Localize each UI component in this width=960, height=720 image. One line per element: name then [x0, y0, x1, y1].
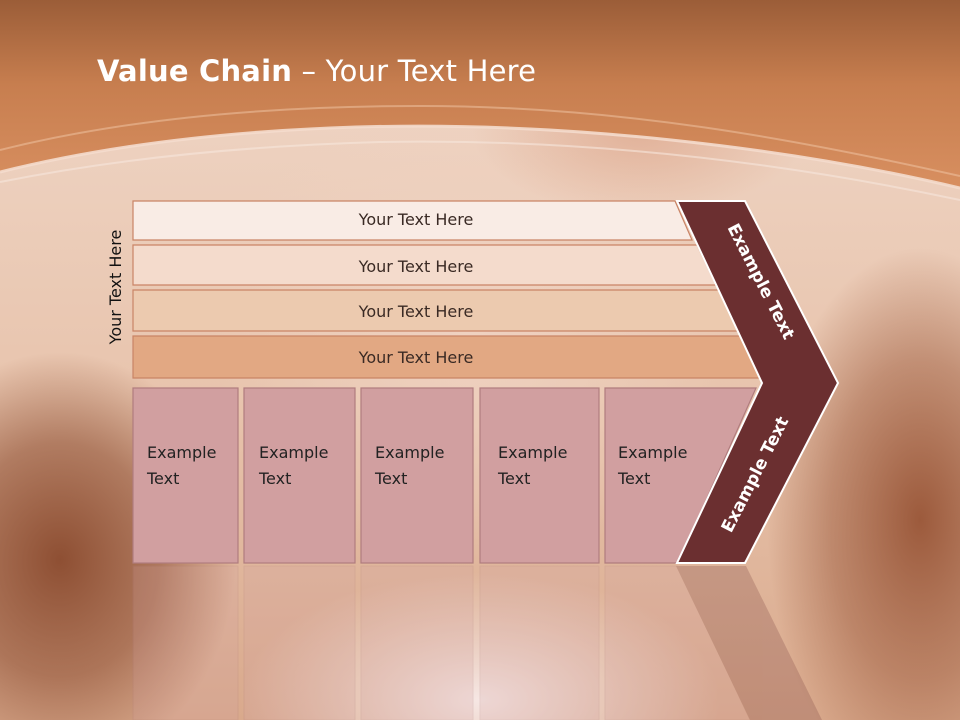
- column-1-line1: Example: [147, 443, 216, 462]
- column-2-line2: Text: [258, 469, 291, 488]
- column-1: [132, 387, 239, 564]
- chevron-arrow: [675, 200, 840, 564]
- column-3-line1: Example: [375, 443, 444, 462]
- bar-label-2: Your Text Here: [358, 257, 474, 276]
- column-5-line2: Text: [617, 469, 650, 488]
- title-rest: – Your Text Here: [292, 54, 537, 88]
- side-label: Your Text Here: [106, 230, 125, 346]
- bar-label-1: Your Text Here: [358, 210, 474, 229]
- bar-label-4: Your Text Here: [358, 348, 474, 367]
- title-bold: Value Chain: [97, 54, 293, 88]
- column-2: [243, 387, 356, 564]
- column-4-line2: Text: [497, 469, 530, 488]
- bar-1: [132, 200, 693, 241]
- column-3: [360, 387, 474, 564]
- column-2-line1: Example: [259, 443, 328, 462]
- diagram-reflection: [132, 565, 822, 720]
- column-1-line2: Text: [146, 469, 179, 488]
- column-4-line1: Example: [498, 443, 567, 462]
- bar-label-3: Your Text Here: [358, 302, 474, 321]
- column-3-line2: Text: [374, 469, 407, 488]
- column-4: [479, 387, 600, 564]
- slide-title: Value Chain – Your Text Here: [97, 54, 536, 88]
- column-5-line1: Example: [618, 443, 687, 462]
